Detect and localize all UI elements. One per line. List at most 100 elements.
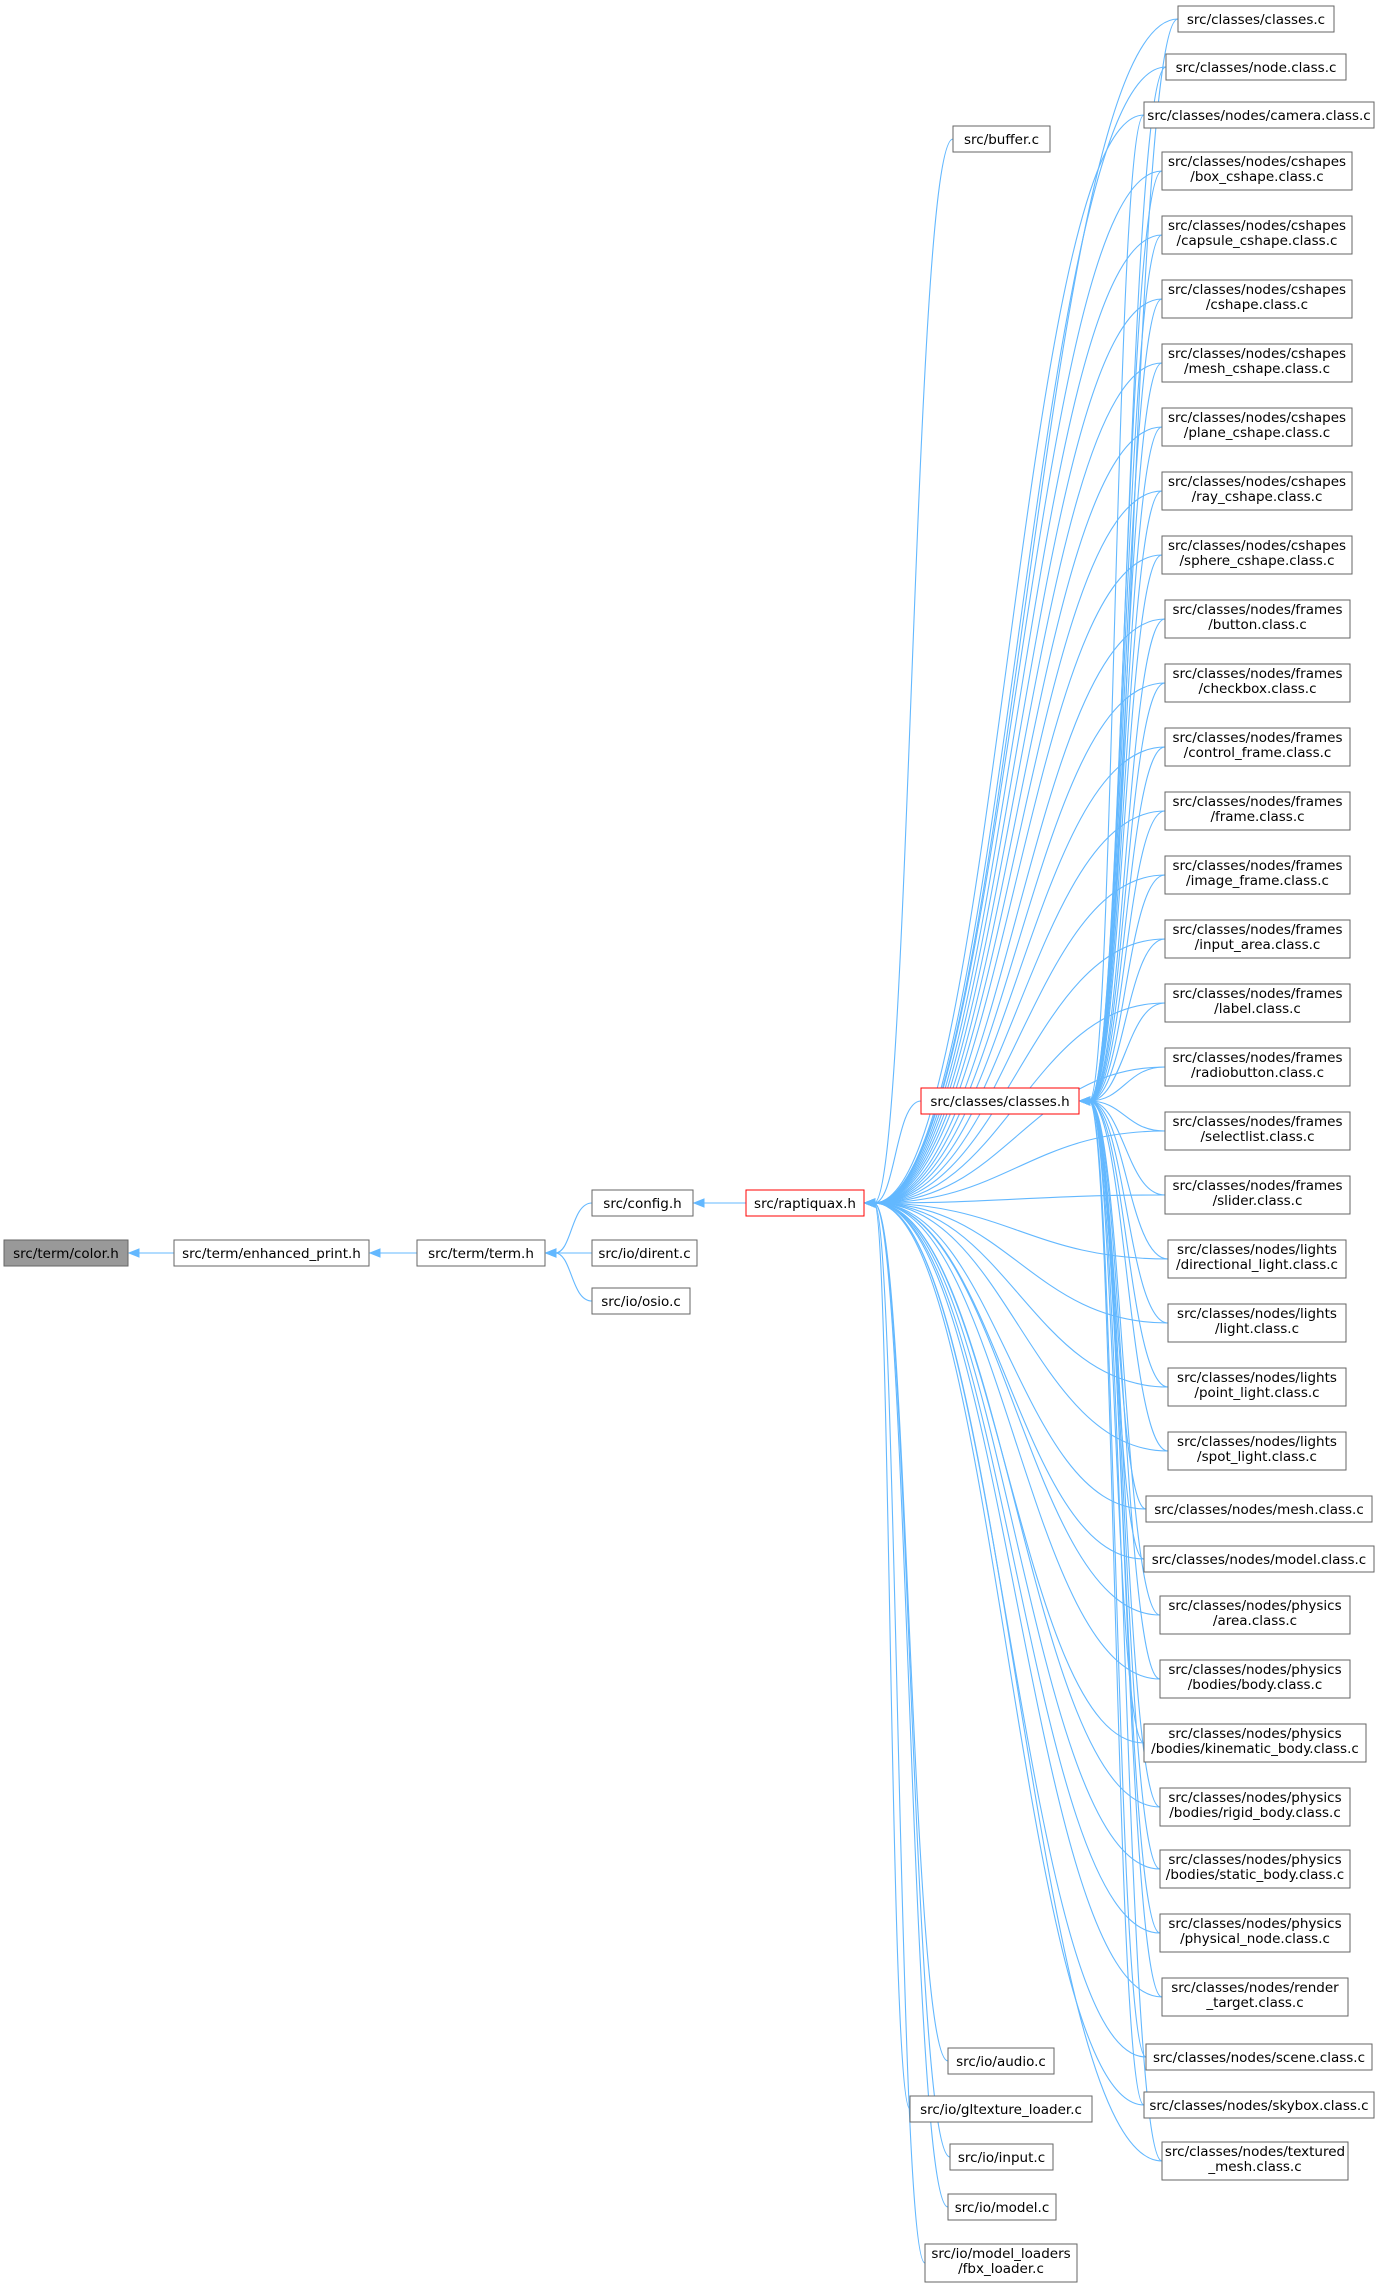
- node-node-class-c[interactable]: src/classes/node.class.c: [1165, 53, 1347, 81]
- node-label: src/classes/nodes/physics: [1168, 1852, 1341, 1868]
- node-label: src/classes/nodes/cshapes: [1168, 538, 1346, 554]
- node-box: [1165, 53, 1347, 81]
- edge-light_c-to-raptiquax_h: [873, 1202, 1169, 1324]
- node-label: src/classes/nodes/render: [1171, 1980, 1339, 1996]
- node-slider-c[interactable]: src/classes/nodes/frames/slider.class.c: [1164, 1175, 1351, 1215]
- node-button-c[interactable]: src/classes/nodes/frames/button.class.c: [1164, 599, 1351, 639]
- node-classes-c[interactable]: src/classes/classes.c: [1177, 5, 1335, 33]
- node-skybox-class-c[interactable]: src/classes/nodes/skybox.class.c: [1143, 2091, 1375, 2119]
- node-box: [1143, 101, 1375, 129]
- node-fbx-loader-c[interactable]: src/io/model_loaders/fbx_loader.c: [924, 2243, 1078, 2283]
- node-selectlist-c[interactable]: src/classes/nodes/frames/selectlist.clas…: [1164, 1111, 1351, 1151]
- node-box: [1167, 1367, 1347, 1407]
- node-label: /point_light.class.c: [1194, 1385, 1319, 1401]
- edge-classes_c-to-raptiquax_h: [873, 18, 1179, 1204]
- node-input-c[interactable]: src/io/input.c: [949, 2143, 1054, 2171]
- node-model-c[interactable]: src/io/model.c: [947, 2193, 1057, 2221]
- node-input-area-c[interactable]: src/classes/nodes/frames/input_area.clas…: [1164, 919, 1351, 959]
- edge-plane_cshape_c-to-raptiquax_h: [873, 426, 1163, 1204]
- node-label: src/classes/nodes/cshapes: [1168, 474, 1346, 490]
- node-physical-node-c[interactable]: src/classes/nodes/physics/physical_node.…: [1159, 1913, 1351, 1953]
- edge-ray_cshape_c-to-raptiquax_h: [873, 490, 1163, 1204]
- node-box: [1164, 663, 1351, 703]
- node-textured-mesh-c[interactable]: src/classes/nodes/textured_mesh.class.c: [1161, 2141, 1349, 2181]
- node-static-body-c[interactable]: src/classes/nodes/physics/bodies/static_…: [1159, 1849, 1351, 1889]
- node-radiobutton-c[interactable]: src/classes/nodes/frames/radiobutton.cla…: [1164, 1047, 1351, 1087]
- edge-capsule_cshape_c-to-raptiquax_h: [873, 234, 1163, 1204]
- node-label: /mesh_cshape.class.c: [1184, 361, 1330, 377]
- node-body-c[interactable]: src/classes/nodes/physics/bodies/body.cl…: [1159, 1659, 1351, 1699]
- node-label: src/classes/nodes/cshapes: [1168, 346, 1346, 362]
- node-label: /button.class.c: [1208, 617, 1307, 633]
- node-spot-light-c[interactable]: src/classes/nodes/lights/spot_light.clas…: [1167, 1431, 1347, 1471]
- node-plane-cshape-c[interactable]: src/classes/nodes/cshapes/plane_cshape.c…: [1161, 407, 1353, 447]
- node-box: [1161, 1977, 1349, 2017]
- node-buffer-c[interactable]: src/buffer.c: [952, 125, 1051, 153]
- node-label: /control_frame.class.c: [1184, 745, 1332, 761]
- node-box: [416, 1239, 546, 1267]
- edge-fbx_loader_c-to-raptiquax_h: [873, 1202, 926, 2264]
- node-checkbox-c[interactable]: src/classes/nodes/frames/checkbox.class.…: [1164, 663, 1351, 703]
- node-label: /sphere_cshape.class.c: [1180, 553, 1335, 569]
- node-label: /bodies/kinematic_body.class.c: [1151, 1741, 1359, 1757]
- edge-sphere_cshape_c-to-raptiquax_h: [873, 554, 1163, 1204]
- node-classes-h[interactable]: src/classes/classes.h: [920, 1087, 1080, 1115]
- node-enhanced-print-h[interactable]: src/term/enhanced_print.h: [173, 1239, 370, 1267]
- node-model-class-c[interactable]: src/classes/nodes/model.class.c: [1143, 1545, 1375, 1573]
- node-osio-c[interactable]: src/io/osio.c: [591, 1287, 691, 1315]
- node-label: src/raptiquax.h: [754, 1196, 856, 1212]
- node-camera-class-c[interactable]: src/classes/nodes/camera.class.c: [1143, 101, 1375, 129]
- arrowhead-raptiquax_h-to-config_h: [692, 1198, 705, 1208]
- node-term-h[interactable]: src/term/term.h: [416, 1239, 546, 1267]
- edge-frame_c-to-raptiquax_h: [873, 810, 1166, 1204]
- node-label-c[interactable]: src/classes/nodes/frames/label.class.c: [1164, 983, 1351, 1023]
- node-config-h[interactable]: src/config.h: [591, 1189, 694, 1217]
- node-light-c[interactable]: src/classes/nodes/lights/light.class.c: [1167, 1303, 1347, 1343]
- node-cshape-c[interactable]: src/classes/nodes/cshapes/cshape.class.c: [1161, 279, 1353, 319]
- node-label: src/classes/nodes/frames: [1173, 666, 1343, 682]
- node-box: [1164, 983, 1351, 1023]
- node-label: src/classes/nodes/lights: [1177, 1242, 1337, 1258]
- node-control-frame-c[interactable]: src/classes/nodes/frames/control_frame.c…: [1164, 727, 1351, 767]
- node-sphere-cshape-c[interactable]: src/classes/nodes/cshapes/sphere_cshape.…: [1161, 535, 1353, 575]
- node-label: src/classes/nodes/frames: [1173, 1114, 1343, 1130]
- node-scene-class-c[interactable]: src/classes/nodes/scene.class.c: [1145, 2043, 1373, 2071]
- node-label: src/classes/nodes/frames: [1173, 730, 1343, 746]
- node-box: [924, 2243, 1078, 2283]
- node-ray-cshape-c[interactable]: src/classes/nodes/cshapes/ray_cshape.cla…: [1161, 471, 1353, 511]
- node-label: /radiobutton.class.c: [1191, 1065, 1324, 1081]
- node-box: [591, 1287, 691, 1315]
- node-label: src/classes/nodes/frames: [1173, 922, 1343, 938]
- edge-frame_c-to-classes_h: [1088, 810, 1166, 1102]
- node-audio-c[interactable]: src/io/audio.c: [947, 2047, 1055, 2075]
- node-box: [1161, 407, 1353, 447]
- node-label: src/classes/nodes/lights: [1177, 1306, 1337, 1322]
- node-color-h[interactable]: src/term/color.h: [3, 1239, 129, 1267]
- node-frame-c[interactable]: src/classes/nodes/frames/frame.class.c: [1164, 791, 1351, 831]
- node-raptiquax-h[interactable]: src/raptiquax.h: [745, 1189, 865, 1217]
- node-capsule-cshape-c[interactable]: src/classes/nodes/cshapes/capsule_cshape…: [1161, 215, 1353, 255]
- edge-mesh_cshape_c-to-classes_h: [1088, 362, 1163, 1102]
- node-label: src/classes/nodes/physics: [1168, 1916, 1341, 1932]
- edge-rigid_body_c-to-classes_h: [1088, 1100, 1161, 1808]
- node-mesh-cshape-c[interactable]: src/classes/nodes/cshapes/mesh_cshape.cl…: [1161, 343, 1353, 383]
- node-rigid-body-c[interactable]: src/classes/nodes/physics/bodies/rigid_b…: [1159, 1787, 1351, 1827]
- node-mesh-class-c[interactable]: src/classes/nodes/mesh.class.c: [1145, 1495, 1373, 1523]
- arrowhead-enhanced_print_h-to-color_h: [127, 1248, 140, 1258]
- node-directional-light-c[interactable]: src/classes/nodes/lights/directional_lig…: [1167, 1239, 1347, 1279]
- edge-image_frame_c-to-classes_h: [1088, 874, 1166, 1102]
- node-box-cshape-c[interactable]: src/classes/nodes/cshapes/box_cshape.cla…: [1161, 151, 1353, 191]
- node-render-target-c[interactable]: src/classes/nodes/render_target.class.c: [1161, 1977, 1349, 2017]
- node-image-frame-c[interactable]: src/classes/nodes/frames/image_frame.cla…: [1164, 855, 1351, 895]
- edge-area_c-to-raptiquax_h: [873, 1202, 1161, 1616]
- node-box: [1177, 5, 1335, 33]
- node-gltexture-loader-c[interactable]: src/io/gltexture_loader.c: [909, 2095, 1093, 2123]
- edge-classes_h-to-raptiquax_h: [873, 1100, 922, 1204]
- edge-directional_light_c-to-classes_h: [1088, 1100, 1169, 1260]
- node-label: src/classes/nodes/frames: [1173, 1050, 1343, 1066]
- node-dirent-c[interactable]: src/io/dirent.c: [591, 1239, 698, 1267]
- node-point-light-c[interactable]: src/classes/nodes/lights/point_light.cla…: [1167, 1367, 1347, 1407]
- node-area-c[interactable]: src/classes/nodes/physics/area.class.c: [1159, 1595, 1351, 1635]
- node-box: [1143, 2091, 1375, 2119]
- node-kinematic-body-c[interactable]: src/classes/nodes/physics/bodies/kinemat…: [1143, 1723, 1367, 1763]
